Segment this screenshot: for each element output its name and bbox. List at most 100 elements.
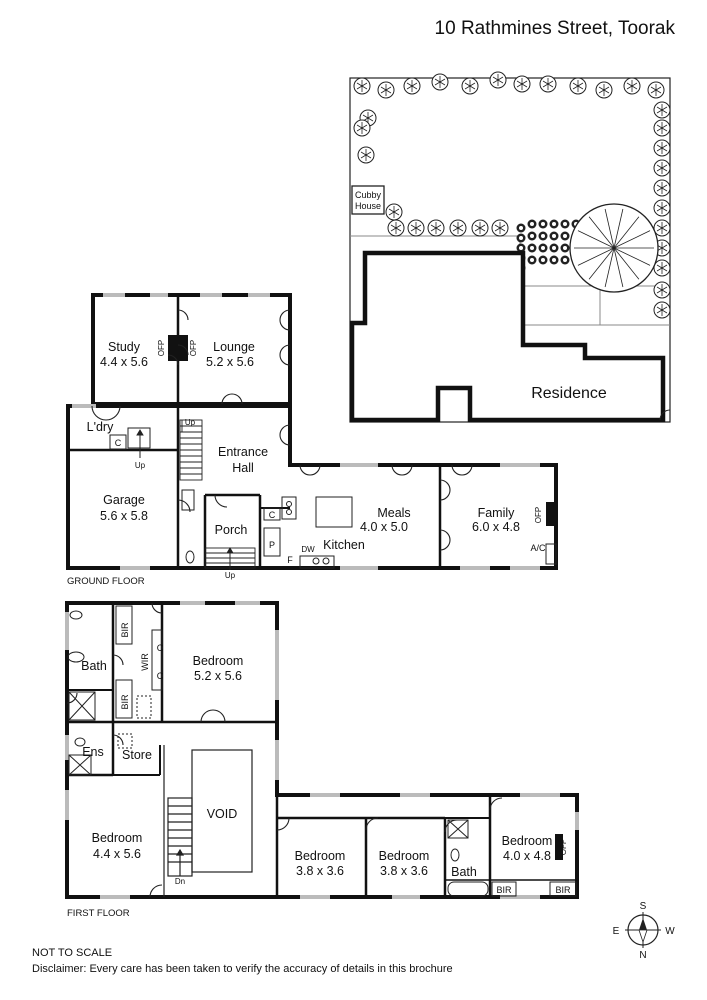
ofp-mark: OFP — [534, 507, 543, 523]
fireplace-icon — [168, 335, 188, 361]
tree-branch — [613, 216, 640, 249]
tree-icon — [407, 219, 425, 237]
tree-icon — [387, 219, 405, 237]
cupboard-mark: C — [157, 671, 164, 681]
shrub-icon — [527, 243, 537, 253]
shrub-icon — [538, 255, 548, 265]
wir-mark: WIR — [140, 653, 150, 671]
cupboard-mark: C — [269, 510, 276, 520]
shrub-icon — [560, 231, 570, 241]
family-label: Family — [478, 506, 516, 520]
fireplace-icon — [555, 834, 563, 860]
not-to-scale: NOT TO SCALE — [32, 947, 112, 959]
tree-icon — [353, 119, 371, 137]
store-label: Store — [122, 748, 152, 762]
fridge-mark: F — [287, 555, 293, 565]
tree-branch — [588, 247, 615, 280]
shrub-icon — [560, 243, 570, 253]
tree-icon — [471, 219, 489, 237]
tree-icon — [653, 179, 671, 197]
first-floor-caption: FIRST FLOOR — [67, 908, 130, 919]
bedroom-main-label: Bedroom — [193, 654, 244, 668]
first-fixtures — [67, 605, 577, 897]
ofp-mark: OFP — [559, 839, 568, 855]
fireplace-icon — [546, 502, 554, 526]
bir-mark: BIR — [120, 622, 130, 638]
large-tree-icon — [569, 203, 659, 293]
ground-fixtures — [109, 427, 557, 569]
porch-label: Porch — [215, 523, 248, 537]
ground-doors — [91, 309, 473, 551]
shrub-icon — [549, 243, 559, 253]
shrub-icon — [516, 233, 526, 243]
tree-icon — [653, 301, 671, 319]
shrub-icon — [516, 223, 526, 233]
bir-mark: BIR — [120, 694, 130, 710]
pantry-mark: P — [269, 540, 275, 550]
up-mark: Up — [225, 571, 236, 580]
ground-windows — [72, 293, 540, 570]
tree-icon — [569, 77, 587, 95]
tree-icon — [653, 199, 671, 217]
tree-icon — [353, 77, 371, 95]
shrub-icon — [527, 231, 537, 241]
tree-icon — [403, 77, 421, 95]
tree-branch — [613, 247, 640, 280]
up-mark: Up — [185, 418, 196, 427]
bedroom-right-size: 4.0 x 4.8 — [503, 849, 551, 863]
compass-icon: S W N E — [613, 901, 676, 961]
cupboard — [109, 434, 127, 450]
tree-icon — [653, 159, 671, 177]
kitchen-label: Kitchen — [323, 538, 365, 552]
first-doors — [66, 602, 503, 898]
cubby-house-label-1: Cubby — [355, 190, 382, 200]
shrub-icon — [549, 219, 559, 229]
shrub-icon — [527, 255, 537, 265]
residence-footprint — [349, 250, 666, 423]
tree-icon — [489, 71, 507, 89]
tree-icon — [491, 219, 509, 237]
tree-icon — [513, 75, 531, 93]
kitchen-island — [315, 496, 353, 528]
compass-n: N — [639, 950, 646, 961]
tree-icon — [653, 281, 671, 299]
site-plan: Cubby House Residence — [349, 71, 671, 423]
bedroom-mid2-label: Bedroom — [379, 849, 430, 863]
bedroom-left-label: Bedroom — [92, 831, 143, 845]
shrub-icon — [560, 255, 570, 265]
residence-label: Residence — [531, 385, 607, 402]
bedroom-main-size: 5.2 x 5.6 — [194, 669, 242, 683]
meals-label: Meals — [377, 506, 410, 520]
cubby-house — [351, 185, 385, 215]
tree-icon — [377, 81, 395, 99]
tree-icon — [357, 146, 375, 164]
entrance-hall-label-2: Hall — [232, 461, 254, 475]
tree-icon — [653, 219, 671, 237]
shrub-icon — [549, 231, 559, 241]
tree-icon — [539, 75, 557, 93]
garage-label: Garage — [103, 493, 145, 507]
dishwasher-mark: DW — [301, 545, 315, 554]
ground-floor-caption: GROUND FLOOR — [67, 576, 145, 587]
tree-icon — [385, 203, 403, 221]
tree-branch — [613, 230, 651, 249]
disclaimer: Disclaimer: Every care has been taken to… — [32, 963, 453, 975]
garage-size: 5.6 x 5.8 — [100, 509, 148, 523]
tree-icon — [449, 219, 467, 237]
compass-w: W — [665, 926, 675, 937]
shrub-icon — [538, 243, 548, 253]
bedroom-mid1-size: 3.8 x 3.6 — [296, 864, 344, 878]
bedroom-mid2-size: 3.8 x 3.6 — [380, 864, 428, 878]
tree-branch — [577, 247, 615, 266]
study-size: 4.4 x 5.6 — [100, 355, 148, 369]
void-and-stairs — [163, 745, 253, 897]
cupboard-mark: C — [115, 438, 122, 448]
study-label: Study — [108, 340, 141, 354]
compass-s: S — [640, 901, 647, 912]
tree-branch — [604, 247, 615, 288]
tree-icon — [653, 259, 671, 277]
lounge-size: 5.2 x 5.6 — [206, 355, 254, 369]
shrub-icon — [560, 219, 570, 229]
bedroom-right-label: Bedroom — [502, 834, 553, 848]
ensuite-label: Ens — [82, 745, 104, 759]
